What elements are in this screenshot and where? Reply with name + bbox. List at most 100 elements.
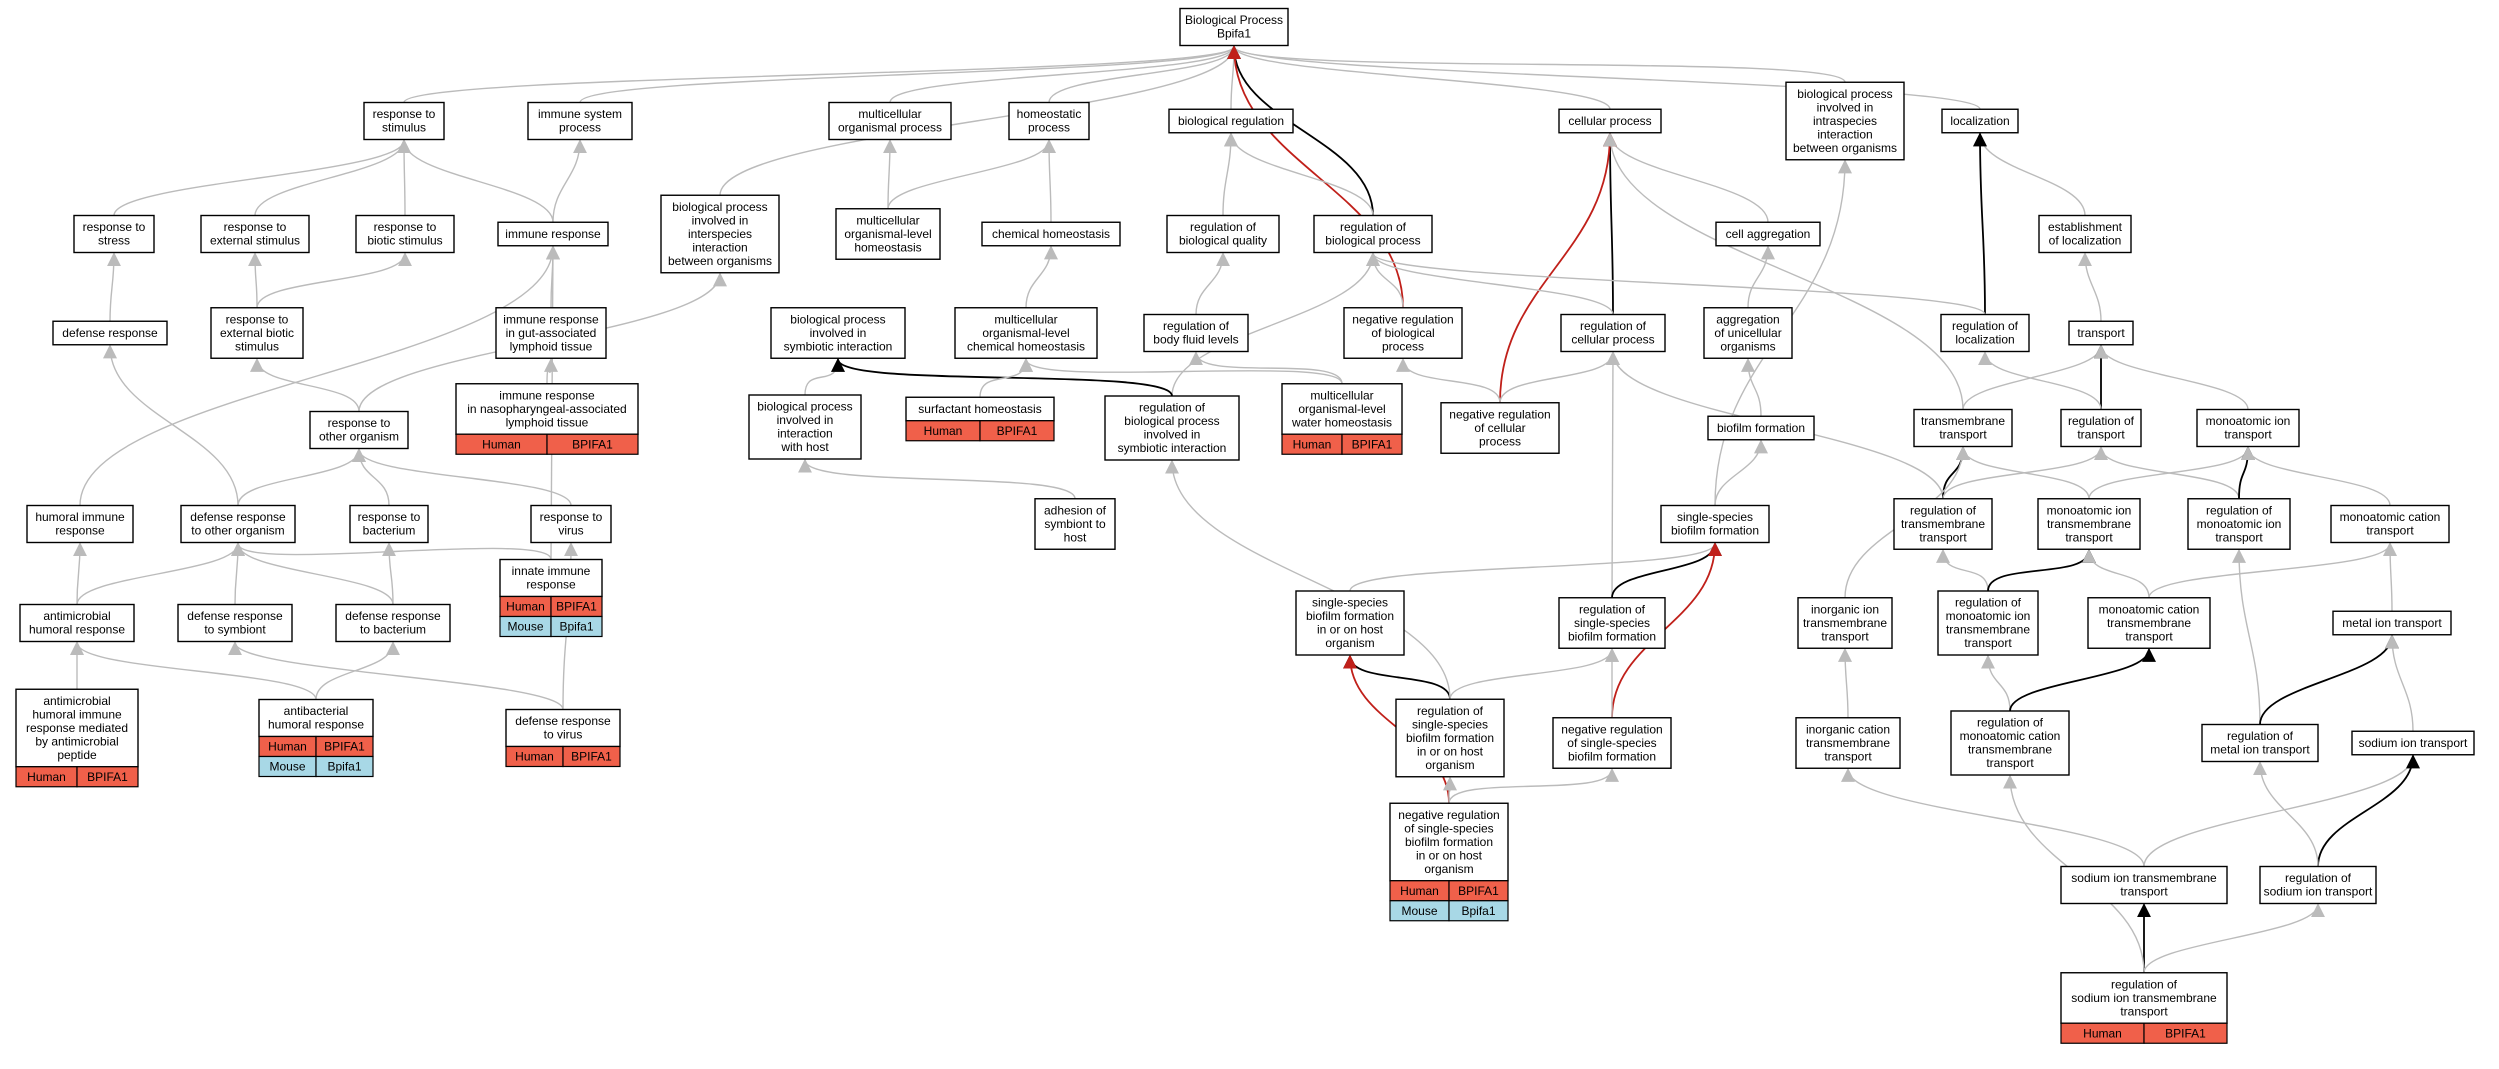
node-label-line: sodium ion transmembrane (2071, 991, 2217, 1005)
node-label-line: regulation of (1139, 401, 1206, 415)
node-label-line: biofilm formation (1568, 629, 1656, 643)
node-label-line: biological quality (1179, 234, 1267, 248)
node-label-line: other organism (319, 430, 399, 444)
go-term-node-cell-proc: cellular process (1558, 108, 1662, 134)
node-box (1558, 597, 1666, 649)
node-box (2068, 320, 2134, 346)
node-box (26, 504, 134, 544)
edge-ss-biofilm-to-biofilm (1714, 439, 1768, 506)
gene-cell (76, 766, 139, 788)
node-label-line: regulation of (1580, 319, 1647, 333)
gene-symbol: BPIFA1 (324, 740, 365, 754)
node-label-line: biofilm formation (1306, 609, 1394, 623)
gene-cell (546, 433, 639, 455)
node-label-line: organism (1424, 862, 1473, 876)
node-label-line: biological process (672, 200, 767, 214)
edge-resp-ext-to-resp-stim (254, 139, 411, 216)
node-box (2037, 498, 2141, 550)
node-label-line: process (559, 121, 601, 135)
edge-metal-ion-to-mono-cation (2383, 542, 2398, 612)
node-label-line: transport (1939, 428, 1987, 442)
edge-adhesion-to-interact-host (798, 458, 1076, 499)
node-label-line: sodium ion transmembrane (2071, 871, 2217, 885)
node-label-line: organisms (1720, 339, 1775, 353)
edge-antibacterial-to-antimicro-humoral (70, 641, 317, 700)
go-term-node-localization: localization (1941, 108, 2019, 134)
node-label-line: defense response (190, 510, 286, 524)
node-label-line: transmembrane (1946, 623, 2030, 637)
node-label-line: negative regulation (1561, 722, 1662, 736)
node-label-line: response to (374, 220, 437, 234)
node-label-line: regulation of (1579, 602, 1646, 616)
node-label-line: multicellular (858, 107, 921, 121)
node-label-line: response (55, 524, 105, 538)
node-label-line: water homeostasis (1291, 415, 1392, 429)
node-label-line: host (1064, 530, 1087, 544)
node-label-line: immune response (503, 312, 599, 326)
node-label-line: response to (373, 107, 436, 121)
node-label-line: negative regulation (1398, 808, 1499, 822)
species-name: Human (506, 600, 545, 614)
edge-antimicro-humoral-to-def-other-org (76, 542, 245, 605)
node-label-line: innate immune (512, 564, 591, 578)
node-label-line: monoatomic ion (2206, 414, 2291, 428)
node-label-line: of cellular (1474, 421, 1525, 435)
node-label-line: cellular process (1568, 114, 1651, 128)
node-label-line: defense response (515, 714, 611, 728)
node-label-line: regulation of (2227, 729, 2294, 743)
edge-mono-cation-transmem-to-mono-ion-transmem (2082, 548, 2150, 598)
go-term-node-biofilm: biofilm formation (1707, 415, 1815, 441)
node-label-line: humoral immune (32, 707, 122, 721)
node-label-line: intraspecies (1813, 114, 1877, 128)
edge-imm-sys-to-root (579, 45, 1241, 104)
node-label-line: between organisms (668, 254, 772, 268)
node-box (1313, 214, 1433, 254)
node-label-line: monoatomic ion (1946, 609, 2031, 623)
edge-neg-reg-ss-biofilm-host-to-reg-ss-biofilm-host (1442, 776, 1457, 804)
edge-reg-ss-biofilm-to-reg-cell-proc (1605, 351, 1620, 598)
edge-multi-homeo-to-homeo (887, 139, 1056, 209)
node-label-line: stress (98, 234, 130, 248)
gene-cell (2143, 1022, 2228, 1044)
node-box (1552, 717, 1672, 769)
node-label-line: biological regulation (1178, 114, 1284, 128)
node-label-line: biological process (1124, 414, 1219, 428)
node-box (1795, 717, 1901, 769)
node-box (2259, 865, 2377, 905)
edge-reg-ss-biofilm-host-to-reg-ss-biofilm (1449, 647, 1619, 700)
node-box (981, 221, 1121, 247)
node-label-line: monoatomic ion (2197, 517, 2282, 531)
node-label-line: single-species (1412, 717, 1488, 731)
node-label-line: transmembrane (1968, 743, 2052, 757)
edge-reg-ss-biofilm-host-to-ss-biofilm-host (1343, 654, 1451, 700)
node-label-line: Bpifa1 (1217, 27, 1251, 41)
edge-def-resp-to-resp-stress (106, 252, 121, 322)
node-label-line: regulation of (1952, 319, 2019, 333)
edge-neg-reg-cell-to-neg-reg-bio (1396, 357, 1501, 403)
node-box (200, 214, 310, 254)
node-label-line: biological process (1797, 87, 1892, 101)
edge-reg-mono-ion-to-reg-transport (2094, 446, 2240, 499)
node-label-line: process (1028, 121, 1070, 135)
node-label-line: transmembrane (1921, 414, 2005, 428)
node-label-line: involved in (777, 413, 834, 427)
node-label-line: response to (226, 312, 289, 326)
edge-reg-bio-proc-to-root (1227, 45, 1374, 216)
edge-mono-ion-to-transport (2094, 344, 2249, 410)
edge-neg-reg-bio-to-root (1227, 45, 1404, 308)
node-label-line: response (526, 578, 576, 592)
node-box (1440, 402, 1560, 454)
